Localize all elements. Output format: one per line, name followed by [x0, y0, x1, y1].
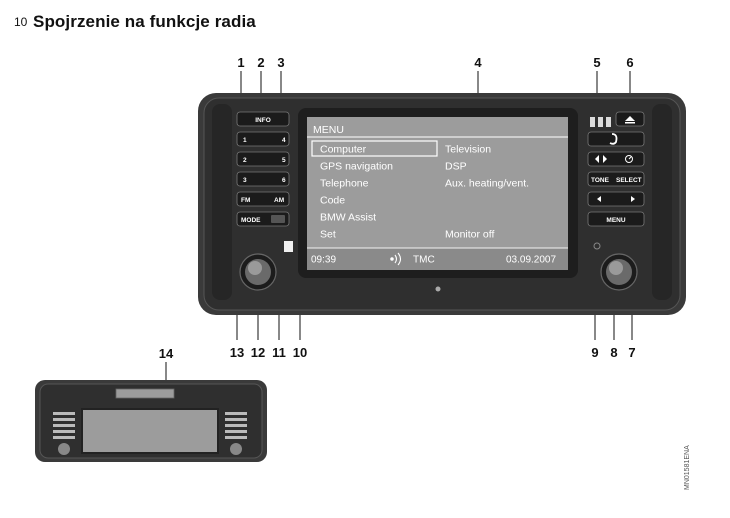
callout-5: 5: [593, 55, 601, 70]
fm-button[interactable]: FM: [241, 197, 250, 204]
left-button-group: [236, 111, 290, 227]
menu-item-set[interactable]: Set: [320, 229, 336, 241]
overview-screen: [81, 408, 219, 454]
phone-icon[interactable]: [609, 133, 618, 145]
card-slot: [115, 388, 175, 399]
callout-13: 13: [229, 345, 245, 360]
preset-5-button[interactable]: 5: [282, 157, 286, 164]
callout-6: 6: [626, 55, 634, 70]
preset-6-button[interactable]: 6: [282, 177, 286, 184]
info-button[interactable]: INFO: [255, 117, 271, 124]
light-sensor-icon: [593, 242, 601, 250]
callout-8: 8: [610, 345, 618, 360]
tone-button[interactable]: TONE: [591, 177, 610, 184]
arrows-icon[interactable]: [595, 155, 607, 163]
menu-item-bmw-assist[interactable]: BMW Assist: [320, 212, 376, 224]
callout-4: 4: [474, 55, 482, 70]
display-screen: [307, 117, 568, 270]
menu-item-television[interactable]: Television: [445, 144, 491, 156]
tmc-signal-icon: [390, 252, 402, 266]
callout-7: 7: [628, 345, 636, 360]
screen-title: MENU: [313, 124, 344, 136]
callout-11: 11: [272, 345, 286, 360]
overview-unit: [35, 380, 267, 462]
preset-4-button[interactable]: 4: [282, 137, 286, 144]
callout-3: 3: [277, 55, 285, 70]
preset-2-button[interactable]: 2: [243, 157, 247, 164]
radio-unit: [198, 93, 686, 315]
clock-icon[interactable]: [625, 155, 633, 163]
callout-10: 10: [292, 345, 308, 360]
page-title: Spojrzenie na funkcje radia: [33, 12, 256, 31]
eject-icon[interactable]: [625, 116, 635, 124]
menu-item-monitor-off[interactable]: Monitor off: [445, 229, 494, 241]
menu-item-gps[interactable]: GPS navigation: [320, 161, 393, 173]
menu-highlight: [311, 140, 438, 157]
preset-1-button[interactable]: 1: [243, 137, 247, 144]
volume-knob[interactable]: [239, 253, 277, 291]
callout-9: 9: [591, 345, 599, 360]
callout-14: 14: [158, 346, 174, 361]
ir-sensor: [284, 241, 293, 252]
callout-1: 1: [237, 55, 245, 70]
tuning-knob[interactable]: [600, 253, 638, 291]
menu-item-telephone[interactable]: Telephone: [320, 178, 369, 190]
status-date: 03.09.2007: [506, 255, 556, 266]
mode-button[interactable]: MODE: [241, 217, 261, 224]
menu-item-aux-heating[interactable]: Aux. heating/vent.: [445, 178, 529, 190]
select-button[interactable]: SELECT: [616, 177, 642, 184]
page-number: 10: [14, 15, 28, 29]
callout-12: 12: [250, 345, 266, 360]
status-tmc: TMC: [413, 255, 435, 266]
seek-icon[interactable]: [597, 196, 635, 202]
menu-button[interactable]: MENU: [606, 217, 625, 224]
menu-item-dsp[interactable]: DSP: [445, 161, 467, 173]
menu-item-code[interactable]: Code: [320, 195, 345, 207]
image-code: MN01581ENA: [684, 445, 691, 490]
am-button[interactable]: AM: [274, 197, 284, 204]
preset-3-button[interactable]: 3: [243, 177, 247, 184]
menu-item-computer[interactable]: Computer: [320, 144, 367, 156]
status-time: 09:39: [311, 255, 336, 266]
callout-2: 2: [257, 55, 265, 70]
